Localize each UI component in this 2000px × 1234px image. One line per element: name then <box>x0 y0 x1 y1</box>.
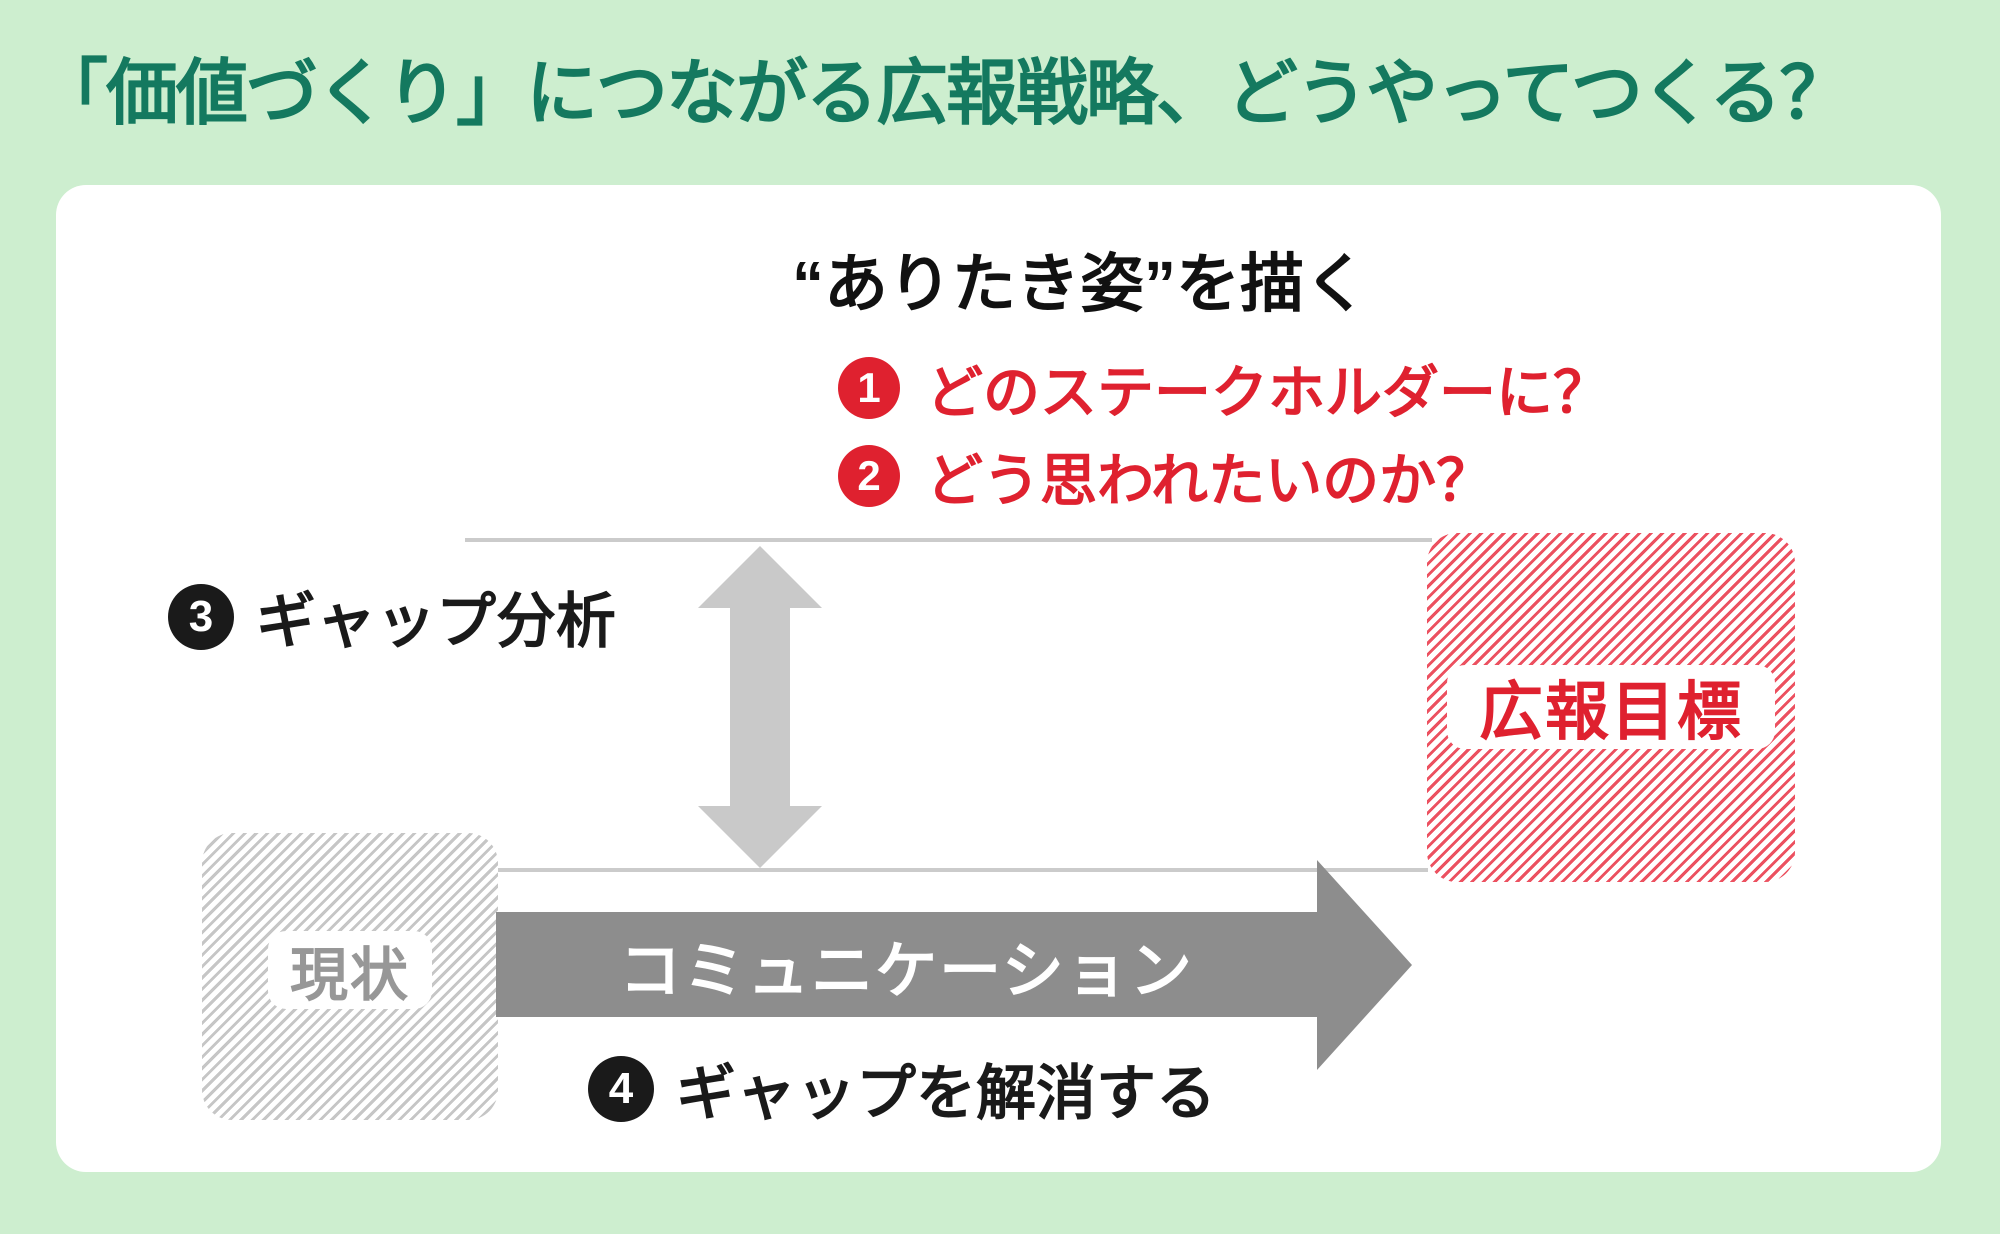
current-state-box: 現状 <box>202 833 498 1120</box>
step-2-row: 2 どう思われたいのか？ <box>838 435 1493 517</box>
top-connector-line <box>465 538 1432 542</box>
diagram-card: “ありたき姿”を描く 1 どのステークホルダーに？ 2 どう思われたいのか？ 3… <box>56 185 1941 1172</box>
step-1-row: 1 どのステークホルダーに？ <box>838 347 1610 429</box>
communication-arrow-icon <box>496 860 1412 1070</box>
pr-goal-box: 広報目標 <box>1427 533 1795 882</box>
step-3-number-badge: 3 <box>168 583 234 650</box>
current-state-label: 現状 <box>268 931 432 1009</box>
pr-goal-label: 広報目標 <box>1447 665 1775 749</box>
step-3-row: 3 ギャップ分析 <box>168 573 616 660</box>
step-4-number-badge: 4 <box>588 1055 654 1122</box>
communication-arrow-label: コミュニケーション <box>619 936 1194 1006</box>
bottom-connector-line <box>498 868 1428 872</box>
step-1-number-badge: 1 <box>838 357 900 419</box>
step-4-label: ギャップを解消する <box>676 1060 1216 1127</box>
step-3-label: ギャップ分析 <box>256 588 616 655</box>
desired-state-heading: “ありたき姿”を描く <box>792 248 1368 320</box>
step-1-label: どのステークホルダーに？ <box>926 361 1610 425</box>
step-4-row: 4 ギャップを解消する <box>588 1045 1216 1132</box>
step-2-number-badge: 2 <box>838 445 900 507</box>
step-2-label: どう思われたいのか？ <box>926 449 1494 513</box>
vertical-double-arrow-icon <box>698 546 822 868</box>
page-title: 「価値づくり」につながる広報戦略、どうやってつくる？ <box>36 54 1852 134</box>
